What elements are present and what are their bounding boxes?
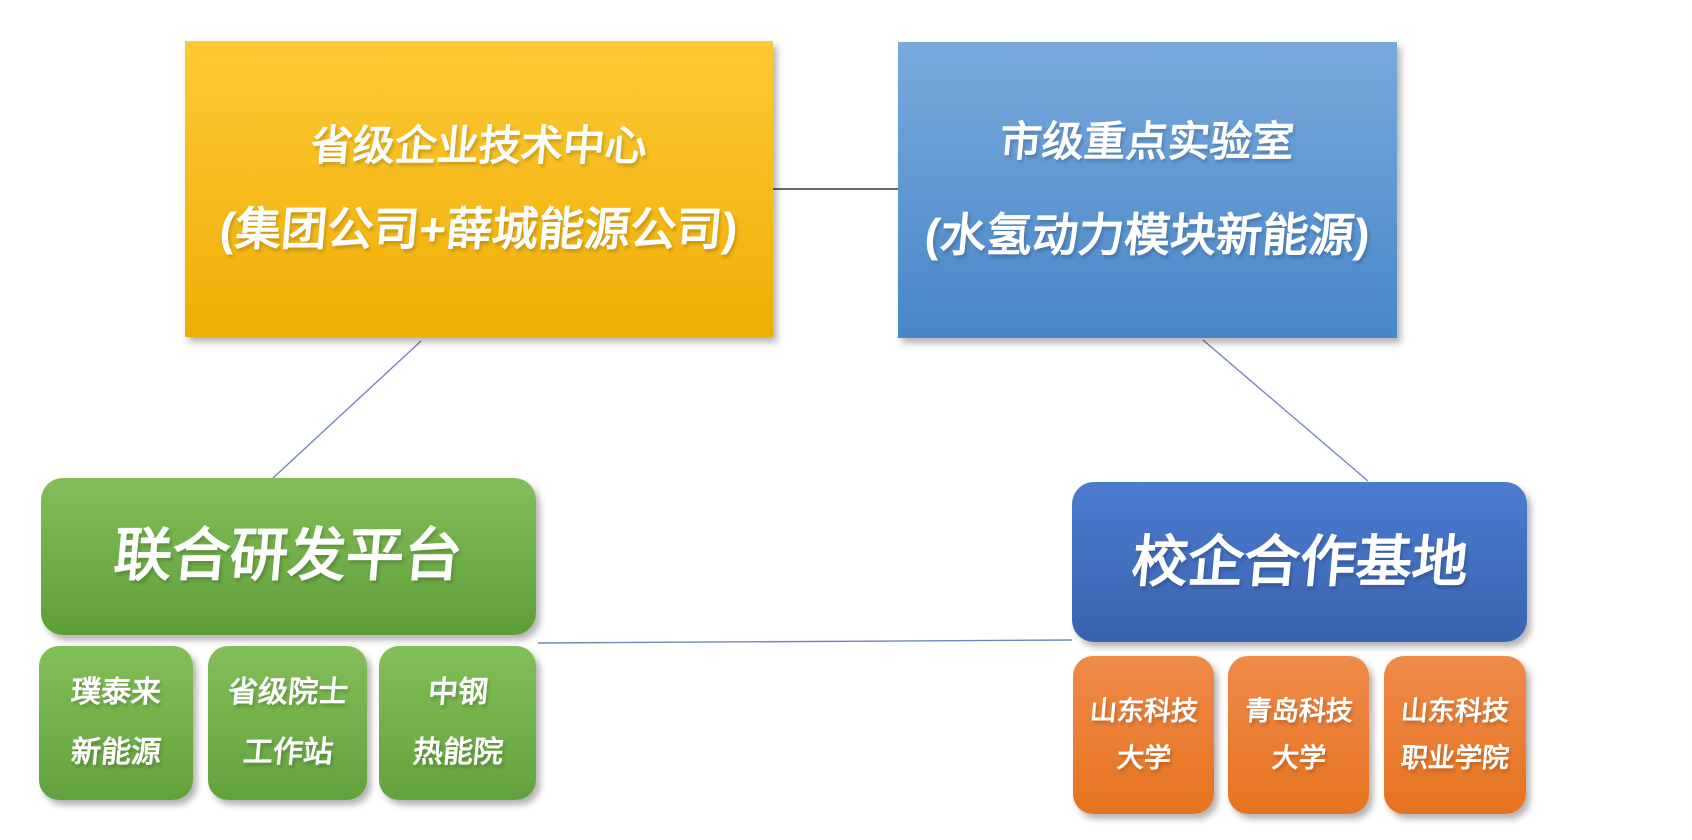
node-university-sd-vocational: 山东科技 职业学院 [1384,656,1526,814]
city-key-lab-subtitle: (水氢动力模块新能源) [922,208,1373,261]
rd-partner-line: 璞泰来 [69,675,163,709]
connector-platform-to-base [537,639,1073,644]
joint-rd-platform-label: 联合研发平台 [111,523,466,589]
university-line: 山东科技 [1088,695,1199,726]
node-rd-partner-academician-station: 省级院士 工作站 [208,646,367,800]
rd-partner-line: 工作站 [241,736,335,769]
node-joint-rd-platform: 联合研发平台 [41,478,536,635]
rd-partner-line: 热能院 [411,736,505,769]
connector-center-to-platform [272,340,422,479]
provincial-tech-center-subtitle: (集团公司+薛城能源公司) [218,202,741,255]
university-line: 职业学院 [1399,743,1511,773]
node-city-key-lab: 市级重点实验室 (水氢动力模块新能源) [898,42,1397,338]
connector-lab-to-base [1202,339,1369,482]
node-rd-partner-sinosteel: 中钢 热能院 [379,646,536,800]
node-rd-partner-putailai: 璞泰来 新能源 [39,646,193,800]
school-enterprise-base-label: 校企合作基地 [1128,529,1471,593]
university-line: 青岛科技 [1243,695,1354,726]
node-provincial-tech-center: 省级企业技术中心 (集团公司+薛城能源公司) [185,41,773,337]
provincial-tech-center-title: 省级企业技术中心 [308,122,650,170]
university-line: 山东科技 [1399,695,1511,726]
university-line: 大学 [1270,743,1327,773]
city-key-lab-title: 市级重点实验室 [998,118,1297,166]
node-university-qust: 青岛科技 大学 [1228,656,1369,814]
node-university-sdust: 山东科技 大学 [1073,656,1214,814]
rd-partner-line: 新能源 [69,736,163,769]
rd-partner-line: 省级院士 [226,675,350,709]
node-school-enterprise-base: 校企合作基地 [1072,482,1527,642]
university-line: 大学 [1115,743,1172,773]
rd-partner-line: 中钢 [426,675,490,709]
